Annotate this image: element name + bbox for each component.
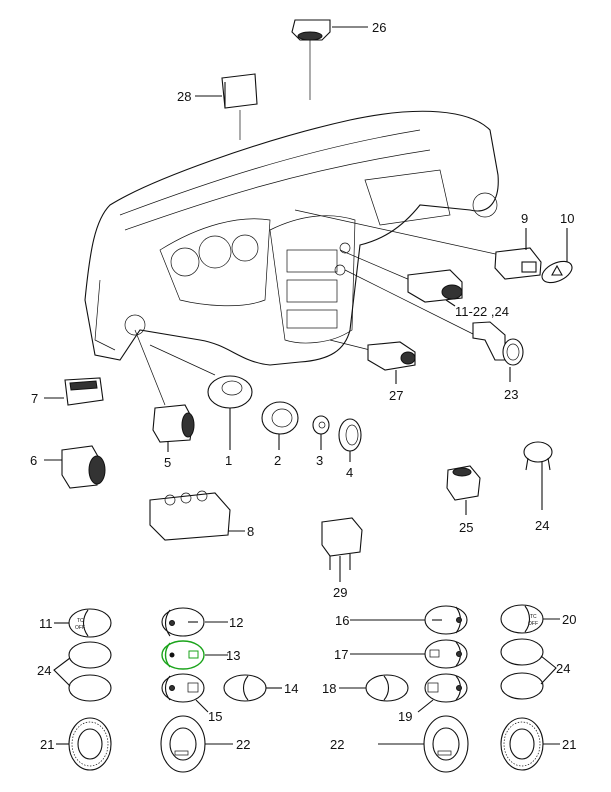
part-4-knob: 4 xyxy=(338,418,362,480)
callout-18: 18 xyxy=(322,681,336,696)
callout-20: 20 xyxy=(562,612,576,627)
part-10-hazard-button: 10 xyxy=(541,211,574,284)
knob-22-right: 22 xyxy=(330,715,469,773)
blank-covers-right: 24 xyxy=(500,638,570,700)
part-2-ring: 2 xyxy=(261,401,299,468)
part-3-nut: 3 xyxy=(312,415,330,468)
callout-10: 10 xyxy=(560,211,574,226)
callout-5: 5 xyxy=(164,455,171,470)
switch-faces: TC OFF 11 12 16 TC OFF 20 xyxy=(37,604,576,773)
off-text: OFF xyxy=(75,625,85,631)
callout-24-right: 24 xyxy=(556,661,570,676)
switch-18: 18 xyxy=(322,674,409,702)
knob-21-right: 21 xyxy=(500,717,576,771)
tc-text: TC xyxy=(77,618,84,624)
knob-22-left: 22 xyxy=(160,715,250,773)
callout-7: 7 xyxy=(31,391,38,406)
callout-6: 6 xyxy=(30,453,37,468)
callout-11: 11 xyxy=(39,616,53,631)
switch-11-tc-off: TC OFF 11 xyxy=(39,608,112,638)
callout-14: 14 xyxy=(284,681,298,696)
callout-21-right: 21 xyxy=(562,737,576,752)
part-29-switch: 29 xyxy=(321,517,363,600)
callout-17: 17 xyxy=(334,647,348,662)
switch-16: 16 xyxy=(335,605,468,635)
callout-11-22-24: 11-22 ,24 xyxy=(455,304,509,319)
switch-17-rear-defrost: 17 xyxy=(334,639,468,669)
callout-27: 27 xyxy=(389,388,403,403)
callout-24-cover: 24 xyxy=(535,518,549,533)
blank-covers-left: 24 xyxy=(37,641,112,702)
callout-9: 9 xyxy=(521,211,528,226)
part-24-blank-cover: 24 xyxy=(523,441,553,533)
switch-14: 14 xyxy=(223,674,298,702)
callout-29: 29 xyxy=(333,585,347,600)
callout-4: 4 xyxy=(346,465,353,480)
callout-24-left: 24 xyxy=(37,663,51,678)
part-8-switch-block: 8 xyxy=(149,490,254,541)
part-1-ignition-switch: 1 xyxy=(207,375,253,468)
part-11-22-24-switch-block: 11-22 ,24 xyxy=(407,269,509,319)
switch-20-tc-off: TC OFF 20 xyxy=(500,604,576,634)
callout-12: 12 xyxy=(229,615,243,630)
callout-15: 15 xyxy=(208,709,222,724)
switch-13-rear-defrost-highlighted: 13 xyxy=(161,640,240,670)
tc-text: TC xyxy=(530,614,537,620)
callout-23: 23 xyxy=(504,387,518,402)
part-23-ignition-lock-housing: 23 xyxy=(472,321,524,402)
callout-13: 13 xyxy=(226,648,240,663)
part-7-switch: 7 xyxy=(31,377,104,406)
callout-26: 26 xyxy=(372,20,386,35)
callout-21-left: 21 xyxy=(40,737,54,752)
dashboard-illustration xyxy=(84,110,499,366)
callout-2: 2 xyxy=(274,453,281,468)
part-26-bracket: 26 xyxy=(291,19,386,41)
callout-25: 25 xyxy=(459,520,473,535)
callout-19: 19 xyxy=(398,709,412,724)
callout-16: 16 xyxy=(335,613,349,628)
knob-21-left: 21 xyxy=(40,717,112,771)
leader-lines xyxy=(134,40,501,406)
switch-15: 15 xyxy=(161,673,222,724)
switch-12: 12 xyxy=(161,607,243,637)
callout-1: 1 xyxy=(225,453,232,468)
part-27-switch: 27 xyxy=(367,341,416,403)
part-28-relay: 28 xyxy=(177,73,258,109)
callout-22-right: 22 xyxy=(330,737,344,752)
off-text: OFF xyxy=(528,621,538,627)
callout-3: 3 xyxy=(316,453,323,468)
callout-22-left: 22 xyxy=(236,737,250,752)
part-5-switch: 5 xyxy=(152,404,195,470)
part-6-switch: 6 xyxy=(30,445,106,489)
part-25-switch: 25 xyxy=(446,465,481,535)
callout-28: 28 xyxy=(177,89,191,104)
callout-8: 8 xyxy=(247,524,254,539)
switch-19: 19 xyxy=(398,673,468,724)
part-9-switch: 9 xyxy=(494,211,542,280)
